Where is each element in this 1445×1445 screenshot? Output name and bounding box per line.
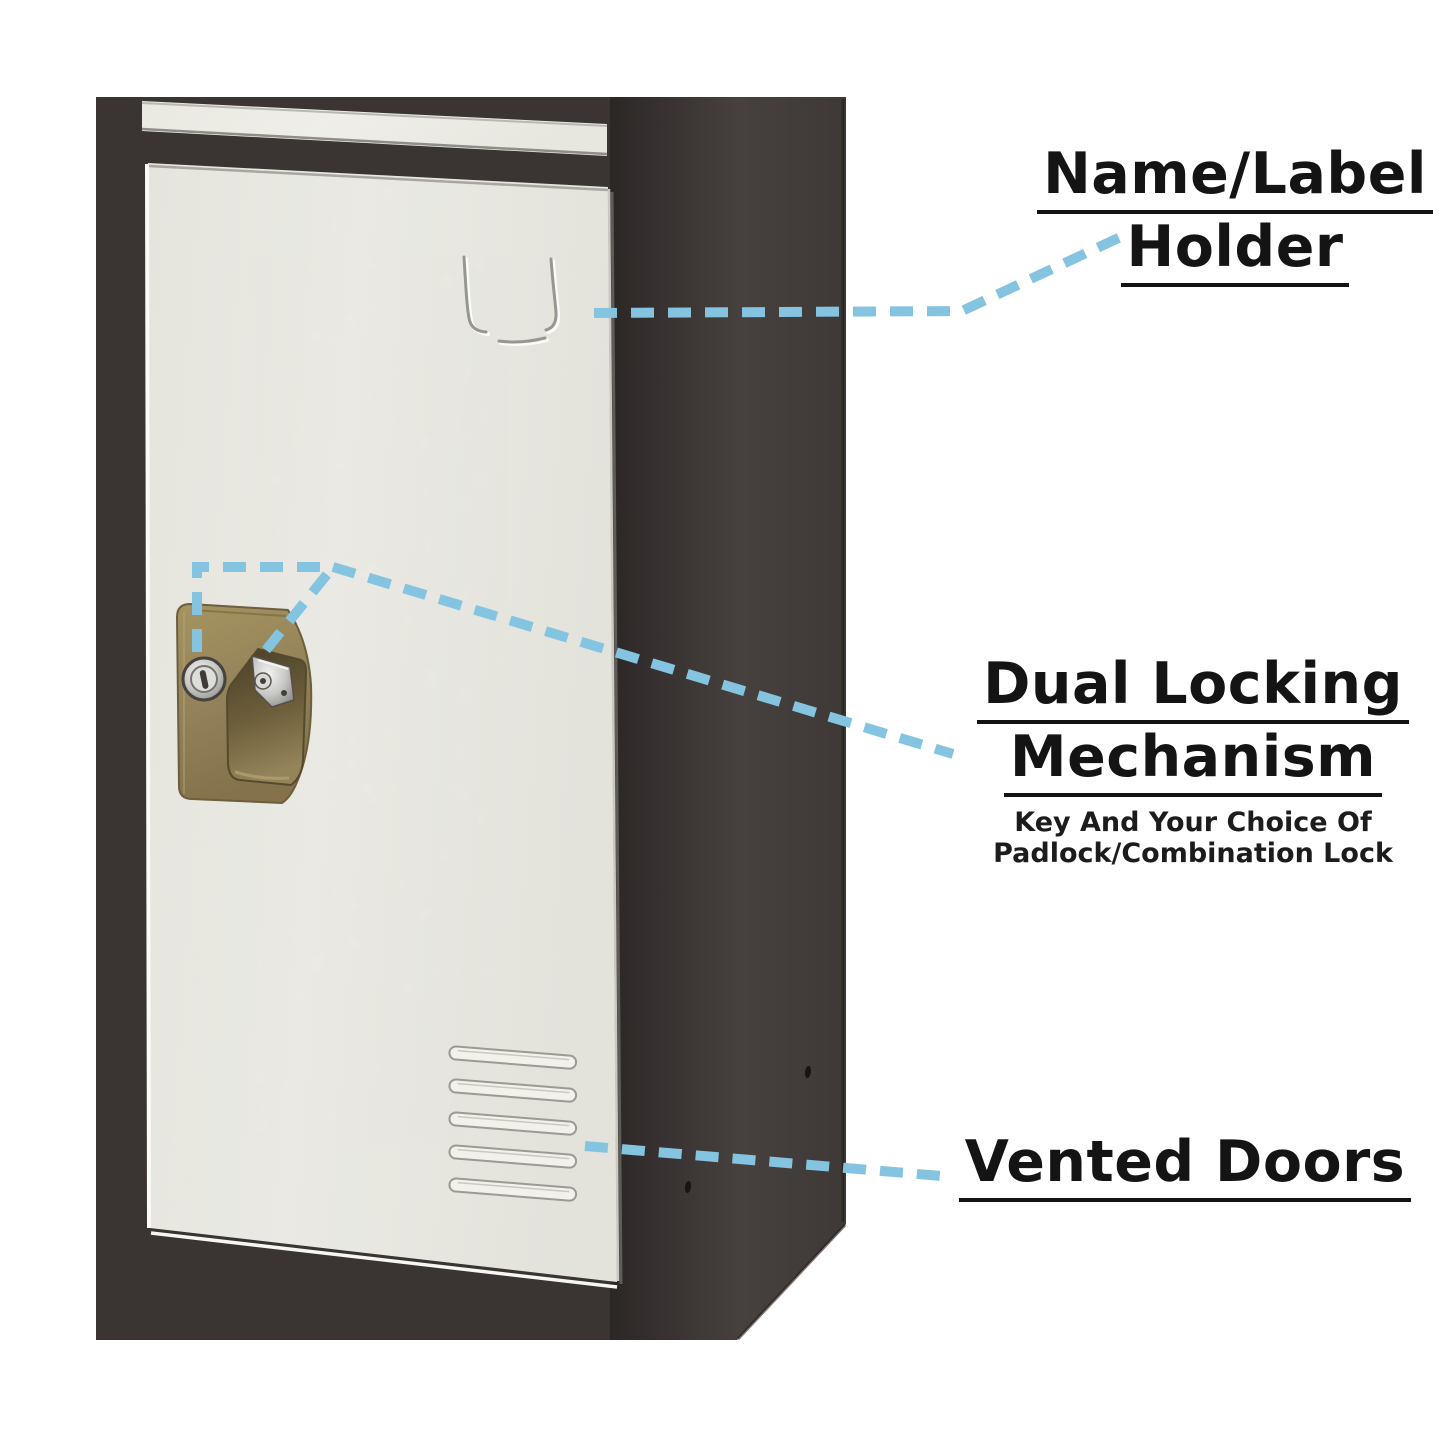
leader-line-label-holder xyxy=(593,229,1130,318)
label-holder-title-line2: Holder xyxy=(1120,215,1350,287)
lock-latch xyxy=(251,654,295,708)
side-panel-bottom-edge xyxy=(736,1223,847,1341)
leader-line-lock-main xyxy=(331,562,955,759)
dual-locking-subtitle: Key And Your Choice Of Padlock/Combinati… xyxy=(958,807,1428,869)
leader-line-lock-keyhole xyxy=(192,562,333,652)
keyhole-icon xyxy=(181,656,227,702)
vented-doors-title-line1: Vented Doors xyxy=(958,1130,1412,1202)
annotation-label-holder: Name/Label Holder xyxy=(1000,142,1445,289)
dual-locking-title-line1: Dual Locking xyxy=(977,652,1409,724)
annotation-vented-doors: Vented Doors xyxy=(950,1130,1420,1204)
vent-slots xyxy=(448,1045,578,1202)
side-rivet-mark xyxy=(804,1066,812,1078)
dual-locking-title-line2: Mechanism xyxy=(1003,725,1383,797)
dual-locking-subtitle-line1: Key And Your Choice Of xyxy=(1014,806,1372,838)
leader-line-vents xyxy=(584,1141,954,1182)
upper-door-sliver xyxy=(141,101,608,156)
leader-line-lock-latch xyxy=(262,563,337,654)
label-holder-title-line1: Name/Label xyxy=(1037,142,1433,214)
locker-side-panel xyxy=(610,97,846,1340)
dual-locking-subtitle-line2: Padlock/Combination Lock xyxy=(993,837,1393,869)
name-label-holder-emboss xyxy=(462,255,561,346)
side-rivet-mark xyxy=(684,1181,692,1193)
lock-assembly xyxy=(175,602,313,805)
annotation-dual-locking: Dual Locking Mechanism Key And Your Choi… xyxy=(958,652,1428,869)
